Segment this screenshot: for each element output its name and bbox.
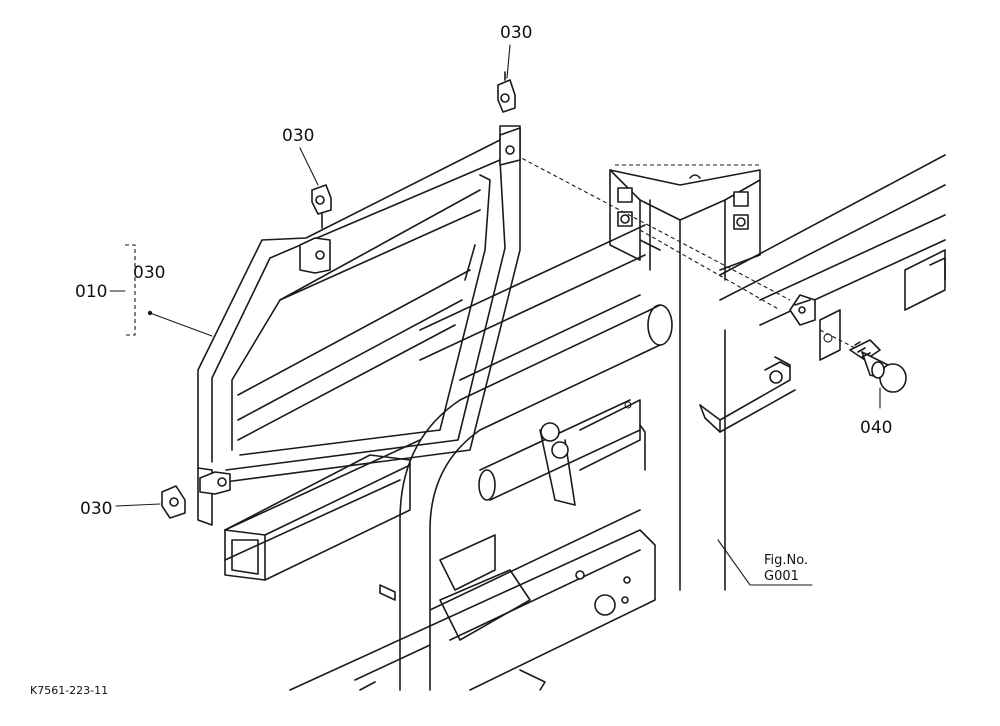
lower-frame xyxy=(289,509,656,691)
leader-dashes xyxy=(509,151,856,349)
diagram-code: K7561-223-11 xyxy=(30,684,108,697)
callout-010: 010 xyxy=(75,282,107,302)
callout-leaders xyxy=(109,44,881,586)
cross-tube xyxy=(478,399,641,506)
figure-ref-number: G001 xyxy=(764,569,799,584)
clip-030-upper xyxy=(311,184,332,229)
knob-040 xyxy=(849,339,907,393)
vertical-post xyxy=(609,164,761,591)
callout-030-top: 030 xyxy=(500,23,532,43)
background-frame xyxy=(224,224,646,561)
square-tube xyxy=(224,454,411,581)
callout-030-lower: 030 xyxy=(80,499,112,519)
clip-030-lower xyxy=(161,485,186,519)
l-bracket xyxy=(699,356,796,433)
callout-030-group: 030 xyxy=(133,263,165,283)
mount-plate xyxy=(789,294,816,326)
clip-030-top xyxy=(497,71,516,113)
roll-bar xyxy=(399,304,673,691)
door-frame-010 xyxy=(197,125,521,526)
figure-ref-label: Fig.No. xyxy=(764,553,808,568)
callout-040: 040 xyxy=(860,418,892,438)
callout-030-upper: 030 xyxy=(282,126,314,146)
